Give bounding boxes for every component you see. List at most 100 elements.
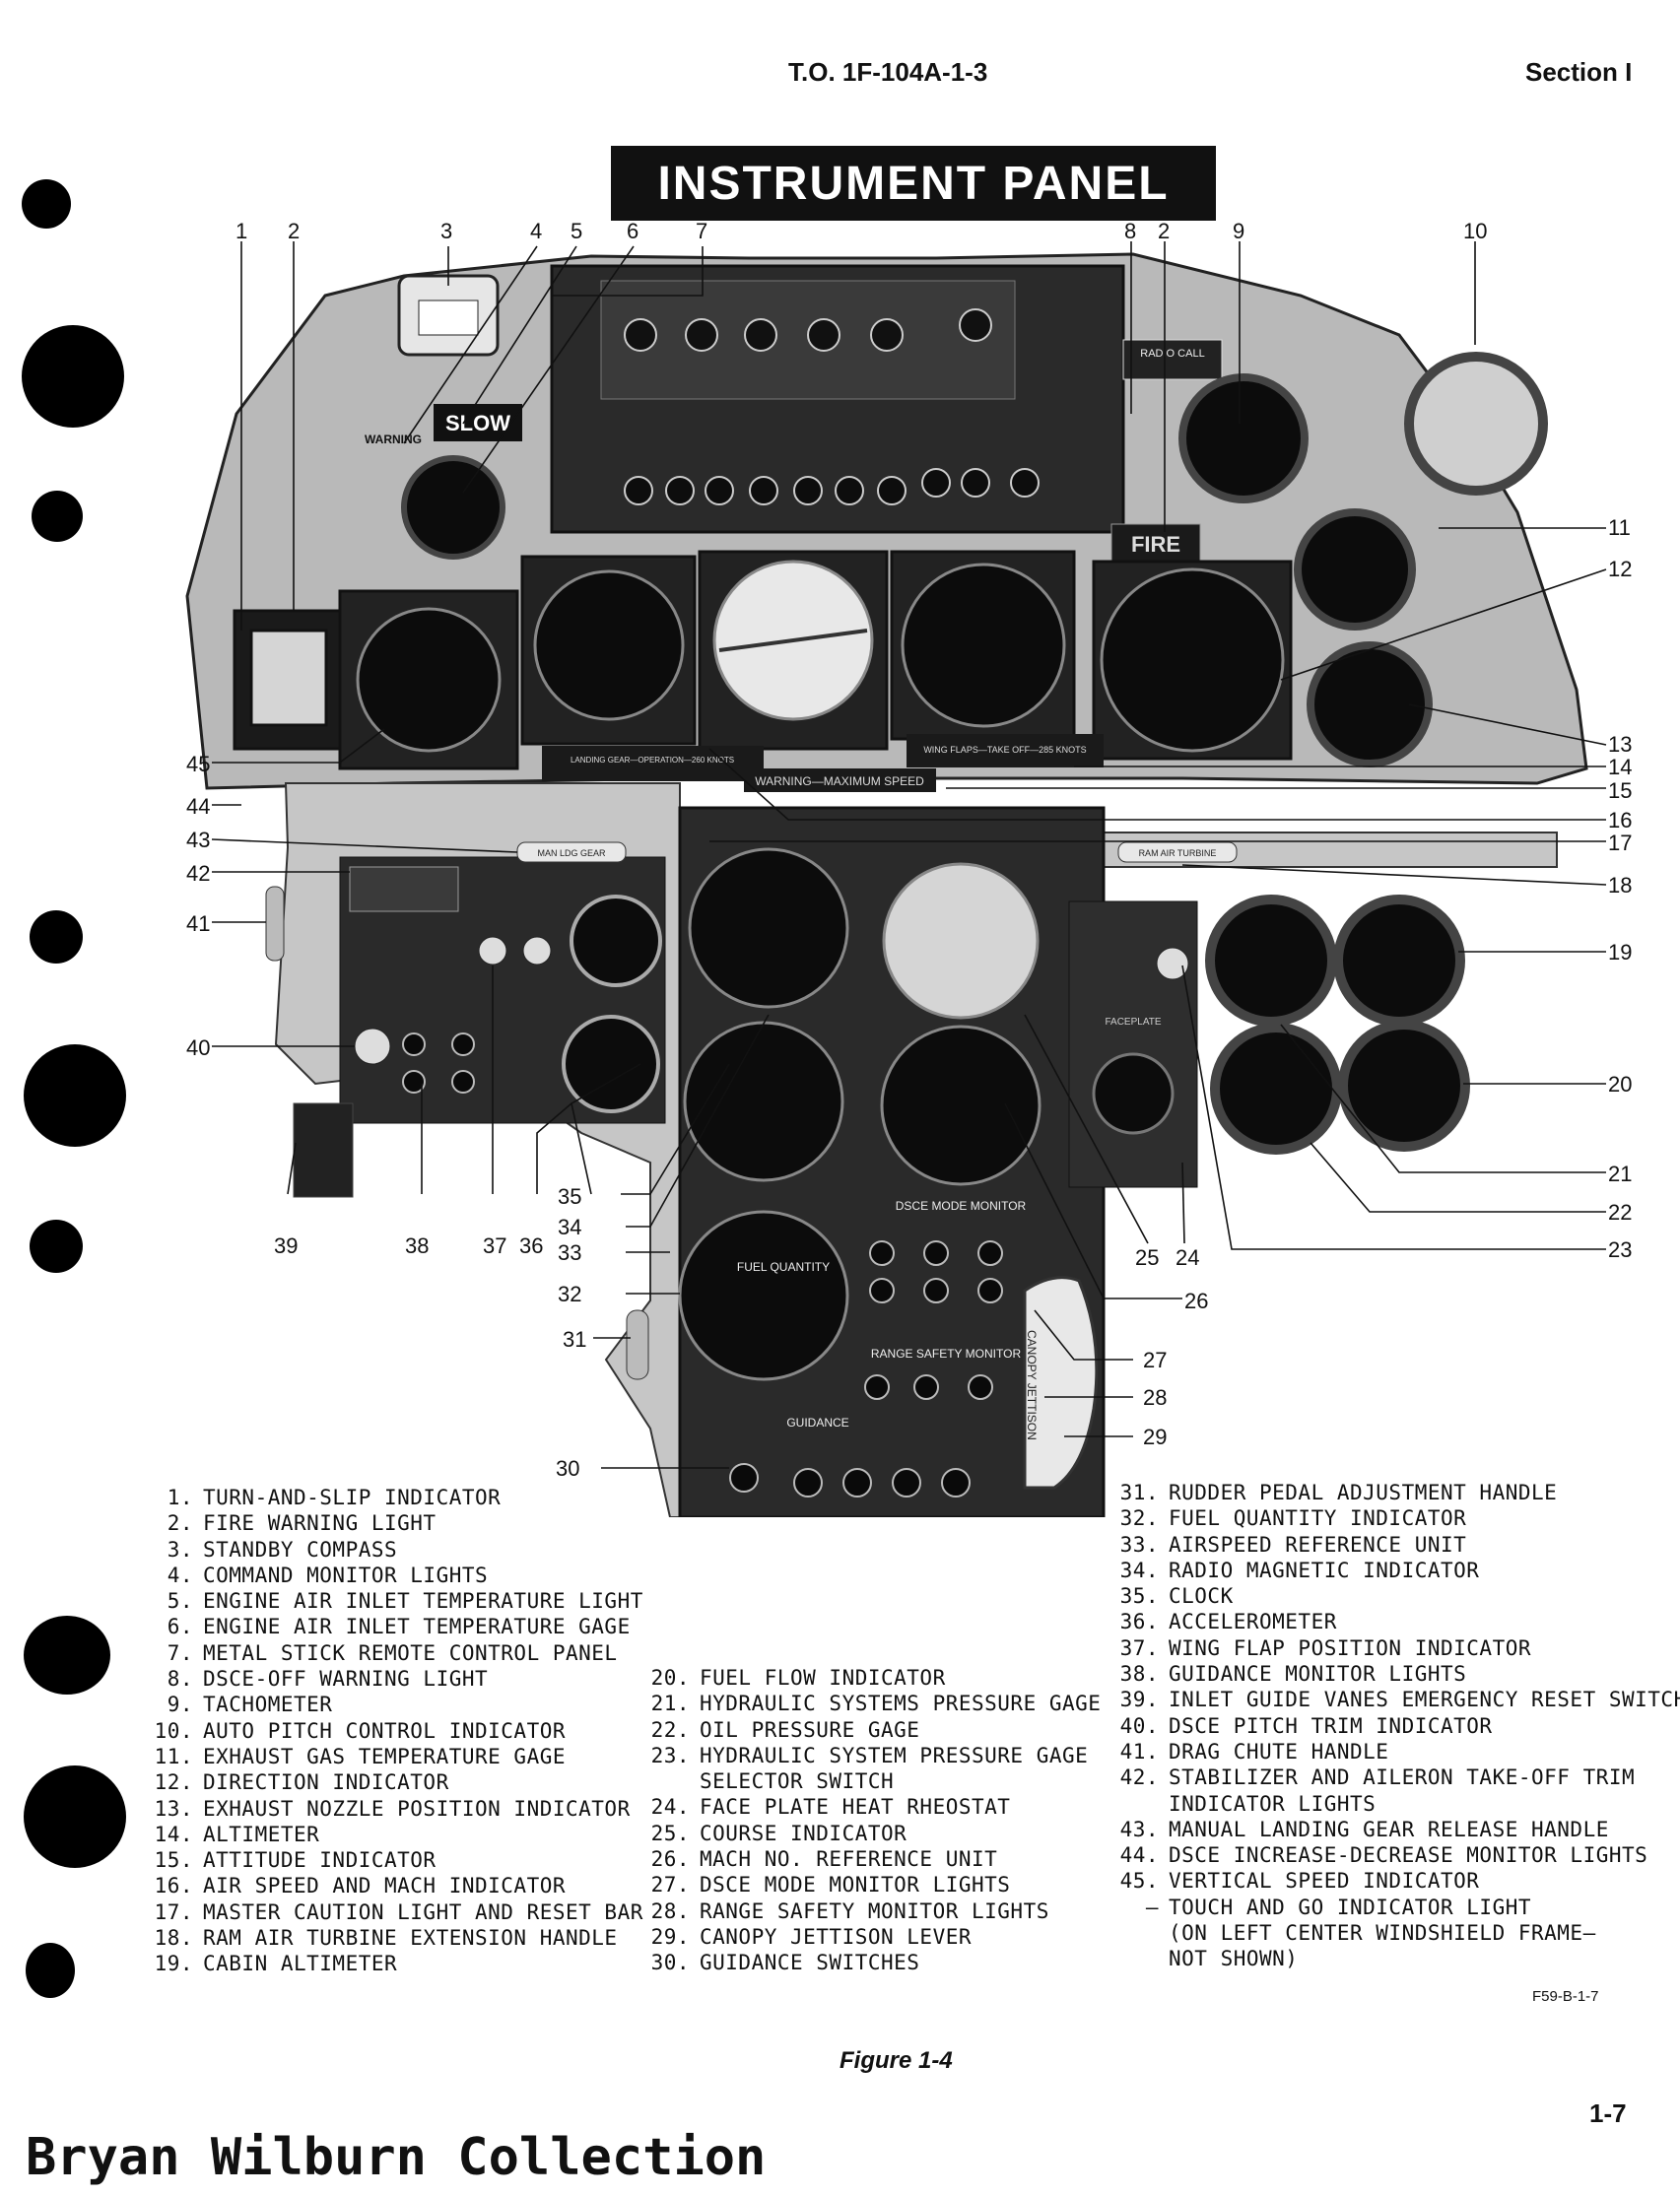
legend-item-number: 29. (644, 1924, 700, 1950)
drag-chute-handle (266, 887, 284, 961)
callout-2b: 2 (1158, 219, 1170, 244)
legend-item-text: COMMAND MONITOR LIGHTS (203, 1563, 488, 1588)
altimeter (903, 565, 1064, 726)
guidance-label: GUIDANCE (786, 1416, 848, 1430)
legend-item-text: ATTITUDE INDICATOR (203, 1847, 437, 1873)
callout-7: 7 (696, 219, 707, 244)
legend-item-number (644, 1768, 700, 1794)
legend-item-number: 24. (644, 1794, 700, 1820)
range-safety-monitor-label: RANGE SAFETY MONITOR (871, 1347, 1022, 1361)
legend-item-number: 27. (644, 1872, 700, 1897)
slow-light-label: SLOW (445, 411, 510, 435)
legend-item: 43.MANUAL LANDING GEAR RELEASE HANDLE (1113, 1817, 1680, 1842)
legend-item-text: DSCE PITCH TRIM INDICATOR (1169, 1713, 1493, 1739)
legend-item-text: ALTIMETER (203, 1822, 319, 1847)
legend-item-number: 44. (1113, 1842, 1169, 1868)
legend-item: 12.DIRECTION INDICATOR (148, 1769, 643, 1795)
legend-item-number: 10. (148, 1718, 203, 1744)
callout-39: 39 (274, 1233, 298, 1259)
legend-item: 7.METAL STICK REMOTE CONTROL PANEL (148, 1640, 643, 1666)
legend-item-number: 8. (148, 1666, 203, 1692)
callout-32: 32 (558, 1282, 581, 1307)
legend-item: 21.HYDRAULIC SYSTEMS PRESSURE GAGE (644, 1691, 1101, 1716)
landing-gear-placard-text: LANDING GEAR—OPERATION—260 KNOTS (571, 756, 734, 765)
legend-item-text: MACH NO. REFERENCE UNIT (700, 1846, 997, 1872)
legend-item-number: — (1113, 1895, 1169, 1920)
binder-hole (24, 1616, 110, 1695)
legend-item-text: DSCE INCREASE-DECREASE MONITOR LIGHTS (1169, 1842, 1647, 1868)
legend-item-number: 7. (148, 1640, 203, 1666)
callout-1: 1 (235, 219, 247, 244)
dsce-pitch-trim-indicator (355, 1029, 390, 1064)
legend-item-number: 31. (1113, 1480, 1169, 1505)
callout-38: 38 (405, 1233, 429, 1259)
legend-item-number: 34. (1113, 1558, 1169, 1583)
legend-item-number: 37. (1113, 1635, 1169, 1661)
callout-44: 44 (186, 794, 210, 820)
callout-45: 45 (186, 752, 210, 777)
callout-15: 15 (1608, 778, 1632, 804)
callout-14: 14 (1608, 755, 1632, 780)
callout-24: 24 (1176, 1245, 1199, 1271)
rudder-pedal-handle (627, 1310, 648, 1379)
legend-item: 44.DSCE INCREASE-DECREASE MONITOR LIGHTS (1113, 1842, 1680, 1868)
exhaust-gas-temp-gage (1298, 512, 1412, 627)
legend-item-text: DIRECTION INDICATOR (203, 1769, 449, 1795)
legend-item-text: AIRSPEED REFERENCE UNIT (1169, 1532, 1466, 1558)
callout-26: 26 (1184, 1289, 1208, 1314)
legend-item-text: RANGE SAFETY MONITOR LIGHTS (700, 1898, 1049, 1924)
legend-item-number: 9. (148, 1692, 203, 1717)
legend-item-number: 1. (148, 1485, 203, 1510)
callout-43: 43 (186, 828, 210, 853)
legend-item: 10.AUTO PITCH CONTROL INDICATOR (148, 1718, 643, 1744)
legend-item: 34.RADIO MAGNETIC INDICATOR (1113, 1558, 1680, 1583)
ram-air-turbine-label: RAM AIR TURBINE (1139, 848, 1217, 858)
airspeed-reference-unit (690, 849, 847, 1007)
legend-item-text: DSCE-OFF WARNING LIGHT (203, 1666, 488, 1692)
legend-column-2: 20.FUEL FLOW INDICATOR21.HYDRAULIC SYSTE… (644, 1665, 1101, 1976)
oil-pressure-gage (1215, 1028, 1337, 1150)
binder-hole (26, 1943, 75, 1998)
callout-42: 42 (186, 861, 210, 887)
callout-17: 17 (1608, 831, 1632, 856)
legend-item-text: CABIN ALTIMETER (203, 1951, 397, 1976)
legend-item-text: STABILIZER AND AILERON TAKE-OFF TRIM (1169, 1764, 1635, 1790)
legend-item-number: 15. (148, 1847, 203, 1873)
legend-item-text: INDICATOR LIGHTS (1169, 1791, 1376, 1817)
legend-item-number: 19. (148, 1951, 203, 1976)
legend-item: 28.RANGE SAFETY MONITOR LIGHTS (644, 1898, 1101, 1924)
legend-item: 41.DRAG CHUTE HANDLE (1113, 1739, 1680, 1764)
legend-item-text: EXHAUST NOZZLE POSITION INDICATOR (203, 1796, 631, 1822)
legend-item: 45.VERTICAL SPEED INDICATOR (1113, 1868, 1680, 1894)
legend-item-text: AUTO PITCH CONTROL INDICATOR (203, 1718, 566, 1744)
legend-item-text: MASTER CAUTION LIGHT AND RESET BAR (203, 1899, 643, 1925)
legend-item: 25.COURSE INDICATOR (644, 1821, 1101, 1846)
legend-item-number: 16. (148, 1873, 203, 1898)
callout-3: 3 (440, 219, 452, 244)
figure-reference: F59-B-1-7 (1532, 1988, 1599, 2005)
legend-item-text: RADIO MAGNETIC INDICATOR (1169, 1558, 1479, 1583)
warning-max-speed-text: WARNING—MAXIMUM SPEED (755, 774, 924, 788)
legend-item: 14.ALTIMETER (148, 1822, 643, 1847)
legend-item-text: SELECTOR SWITCH (700, 1768, 894, 1794)
legend-item-number: 30. (644, 1950, 700, 1975)
legend-item: —TOUCH AND GO INDICATOR LIGHT (1113, 1895, 1680, 1920)
legend-item-number: 23. (644, 1743, 700, 1768)
legend-item: 18.RAM AIR TURBINE EXTENSION HANDLE (148, 1925, 643, 1951)
fuel-quantity-indicator (680, 1212, 847, 1379)
legend-item-text: ENGINE AIR INLET TEMPERATURE GAGE (203, 1614, 631, 1639)
legend-item-text: HYDRAULIC SYSTEM PRESSURE GAGE (700, 1743, 1088, 1768)
radio-call-plate (1123, 340, 1222, 379)
fire-warning-label: FIRE (1131, 532, 1180, 557)
callout-8: 8 (1124, 219, 1136, 244)
legend-item: 1.TURN-AND-SLIP INDICATOR (148, 1485, 643, 1510)
legend-item-number: 11. (148, 1744, 203, 1769)
legend-item-text: ACCELEROMETER (1169, 1609, 1337, 1634)
legend-item-number: 6. (148, 1614, 203, 1639)
fuel-flow-indicator (1343, 1025, 1465, 1147)
legend-item: 5.ENGINE AIR INLET TEMPERATURE LIGHT (148, 1588, 643, 1614)
legend-item-text: NOT SHOWN) (1169, 1946, 1298, 1971)
legend-item-number (1113, 1791, 1169, 1817)
binder-hole (24, 1765, 126, 1868)
legend-item-text: DRAG CHUTE HANDLE (1169, 1739, 1388, 1764)
